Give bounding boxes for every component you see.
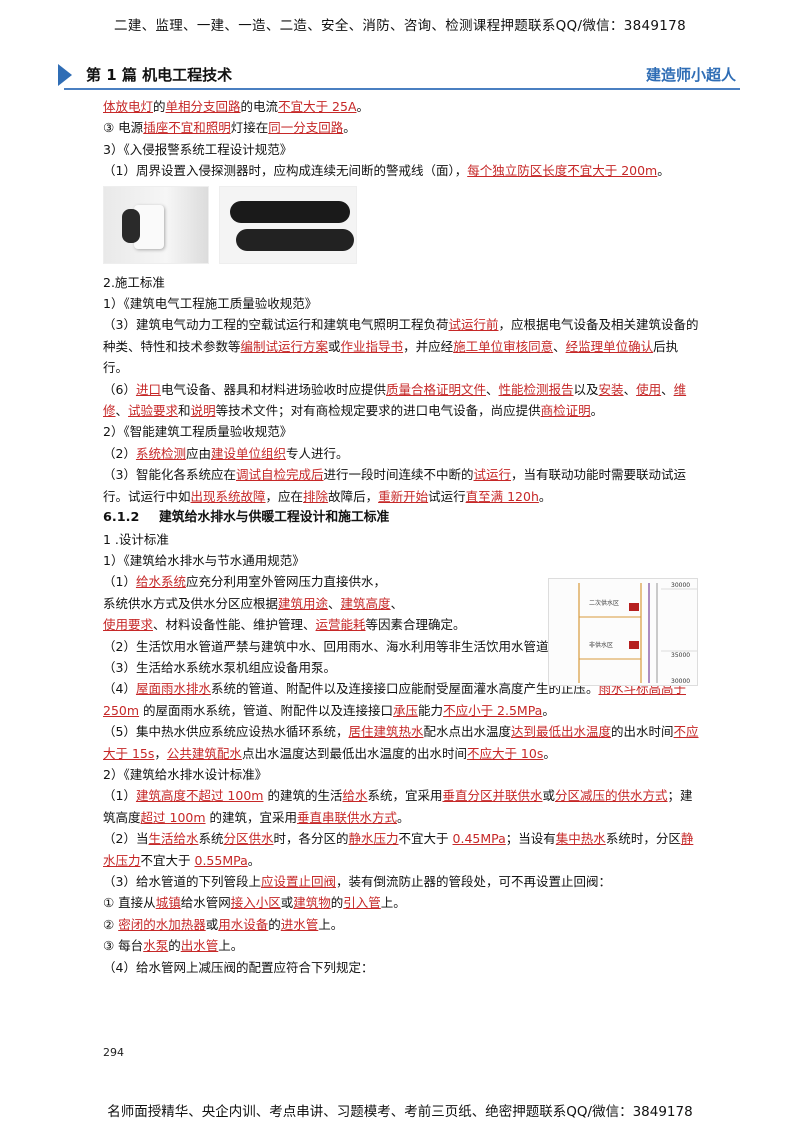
paragraph: ③ 电源插座不宜和照明灯接在同一分支回路。 — [103, 120, 356, 136]
paragraph: （2）系统检测应由建设单位组织专人进行。 — [103, 445, 349, 461]
brand-name: 建造师小超人 — [645, 66, 736, 84]
subheading: 2）《建筑给水排水设计标准》 — [103, 766, 268, 782]
paragraph: （1）建筑高度不超过 100m 的建筑的生活给水系统，宜采用垂直分区并联供水或分… — [103, 788, 693, 825]
diagram-tick-3: 30000 — [671, 678, 690, 685]
paragraph: （1）给水系统应充分利用室外管网压力直接供水， — [103, 574, 386, 590]
paragraph: （3）生活给水系统水泵机组应设备用泵。 — [103, 659, 336, 675]
water-supply-diagram: 二次供水区 非供水区 30000 35000 30000 — [548, 578, 698, 686]
triangle-marker-icon — [58, 64, 72, 86]
list-item: ① 直接从城镇给水管网接入小区或建筑物的引入管上。 — [103, 895, 406, 911]
subheading: 1）《建筑电气工程施工质量验收规范》 — [103, 296, 318, 312]
paragraph: （5）集中热水供应系统应设热水循环系统，居住建筑热水配水点出水温度达到最低出水温… — [103, 724, 699, 761]
wall-sensor-image — [103, 185, 209, 264]
section-label: 1 .设计标准 — [103, 531, 169, 547]
bottom-banner: 名师面授精华、央企内训、考点串讲、习题模考、考前三页纸、绝密押题联系QQ/微信：… — [107, 1104, 693, 1120]
diagram-tick-1: 30000 — [671, 582, 690, 589]
paragraph: 使用要求、材料设备性能、维护管理、运营能耗等因素合理确定。 — [103, 617, 466, 633]
paragraph: （3）建筑电气动力工程的空载试运行和建筑电气照明工程负荷试运行前，应根据电气设备… — [103, 317, 699, 376]
page-header: 第 1 篇 机电工程技术 建造师小超人 — [58, 58, 740, 90]
top-banner: 二建、监理、一建、一造、二造、安全、消防、咨询、检测课程押题联系QQ/微信：38… — [114, 18, 686, 34]
document-body: 体放电灯的单相分支回路的电流不宜大于 25A。 ③ 电源插座不宜和照明灯接在同一… — [103, 96, 703, 978]
paragraph: （4）给水管网上减压阀的配置应符合下列规定： — [103, 959, 374, 975]
paragraph: （3）给水管道的下列管段上应设置止回阀，装有倒流防止器的管段处，可不再设置止回阀… — [103, 874, 611, 889]
image-row — [103, 185, 703, 264]
subheading: 2）《智能建筑工程质量验收规范》 — [103, 424, 293, 440]
paragraph: 体放电灯的单相分支回路的电流不宜大于 25A。 — [103, 99, 370, 114]
diagram-label-2: 非供水区 — [589, 641, 613, 649]
diagram-tick-2: 35000 — [671, 652, 690, 659]
chapter-title: 第 1 篇 机电工程技术 — [86, 66, 233, 84]
page-number: 294 — [103, 1046, 124, 1059]
paragraph: （3）智能化各系统应在调试自检完成后进行一段时间连续不中断的试运行，当有联动功能… — [103, 467, 687, 504]
diagram-label-1: 二次供水区 — [589, 599, 619, 607]
subheading: 3）《入侵报警系统工程设计规范》 — [103, 141, 293, 157]
paragraph: 系统供水方式及供水分区应根据建筑用途、建筑高度、 — [103, 595, 404, 611]
beam-detector-image — [219, 185, 357, 264]
section-label: 2.施工标准 — [103, 274, 165, 290]
subheading: 1）《建筑给水排水与节水通用规范》 — [103, 552, 305, 568]
paragraph: （6）进口电气设备、器具和材料进场验收时应提供质量合格证明文件、性能检测报告以及… — [103, 381, 687, 419]
diagram-svg: 二次供水区 非供水区 30000 35000 30000 — [578, 582, 697, 685]
list-item: ③ 每台水泵的出水管上。 — [103, 938, 244, 954]
list-item: ② 密闭的水加热器或用水设备的进水管上。 — [103, 916, 344, 932]
paragraph: （2）生活饮用水管道严禁与建筑中水、回用雨水、海水利用等非生活饮用水管道连接。 — [103, 638, 586, 654]
paragraph: （2）当生活给水系统分区供水时，各分区的静水压力不宜大于 0.45MPa；当设有… — [103, 831, 694, 868]
paragraph: （1）周界设置入侵探测器时，应构成连续无间断的警戒线（面），每个独立防区长度不宜… — [103, 163, 670, 179]
